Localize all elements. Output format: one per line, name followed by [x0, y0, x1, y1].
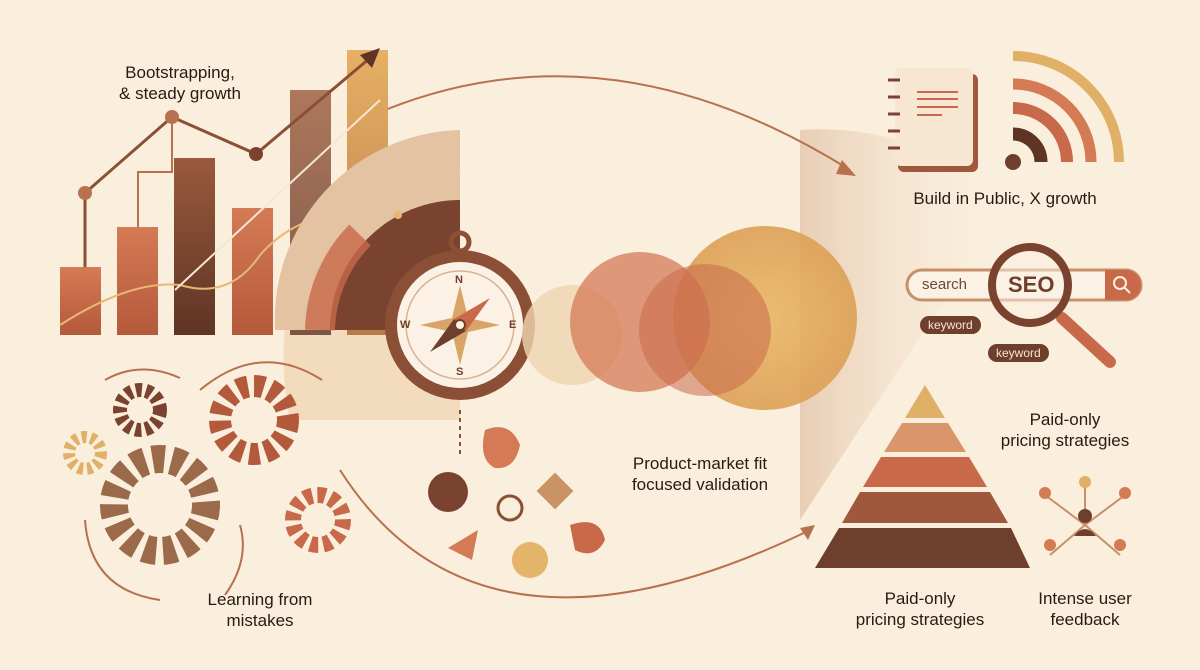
seo-term: SEO	[1008, 272, 1055, 297]
keyword-pill: keyword	[988, 344, 1049, 362]
validation-shapes-icon	[428, 410, 605, 578]
broadcast-icon	[1005, 51, 1124, 170]
bootstrapping-label: Bootstrapping,& steady growth	[119, 63, 241, 103]
arrow-head-icon	[800, 525, 815, 540]
keyword-pill: keyword	[920, 316, 981, 334]
search-placeholder: search	[922, 276, 968, 293]
build-in-public-label: Build in Public, X growth	[913, 189, 1097, 208]
pyramid-icon	[815, 385, 1030, 568]
growth-chart-icon	[59, 48, 461, 335]
compass-e: E	[509, 319, 517, 331]
gears-icon	[63, 361, 351, 601]
search-icon	[1113, 276, 1127, 290]
arrow-head-icon	[836, 160, 856, 176]
notebook-icon	[888, 68, 978, 172]
magnifier-icon	[988, 243, 1116, 368]
compass-icon	[385, 230, 535, 400]
compass-w: W	[400, 319, 411, 331]
compass-s: S	[456, 366, 464, 378]
venn-diagram-icon	[522, 226, 857, 410]
compass-n: N	[455, 274, 463, 286]
user-network-icon	[1039, 476, 1131, 556]
